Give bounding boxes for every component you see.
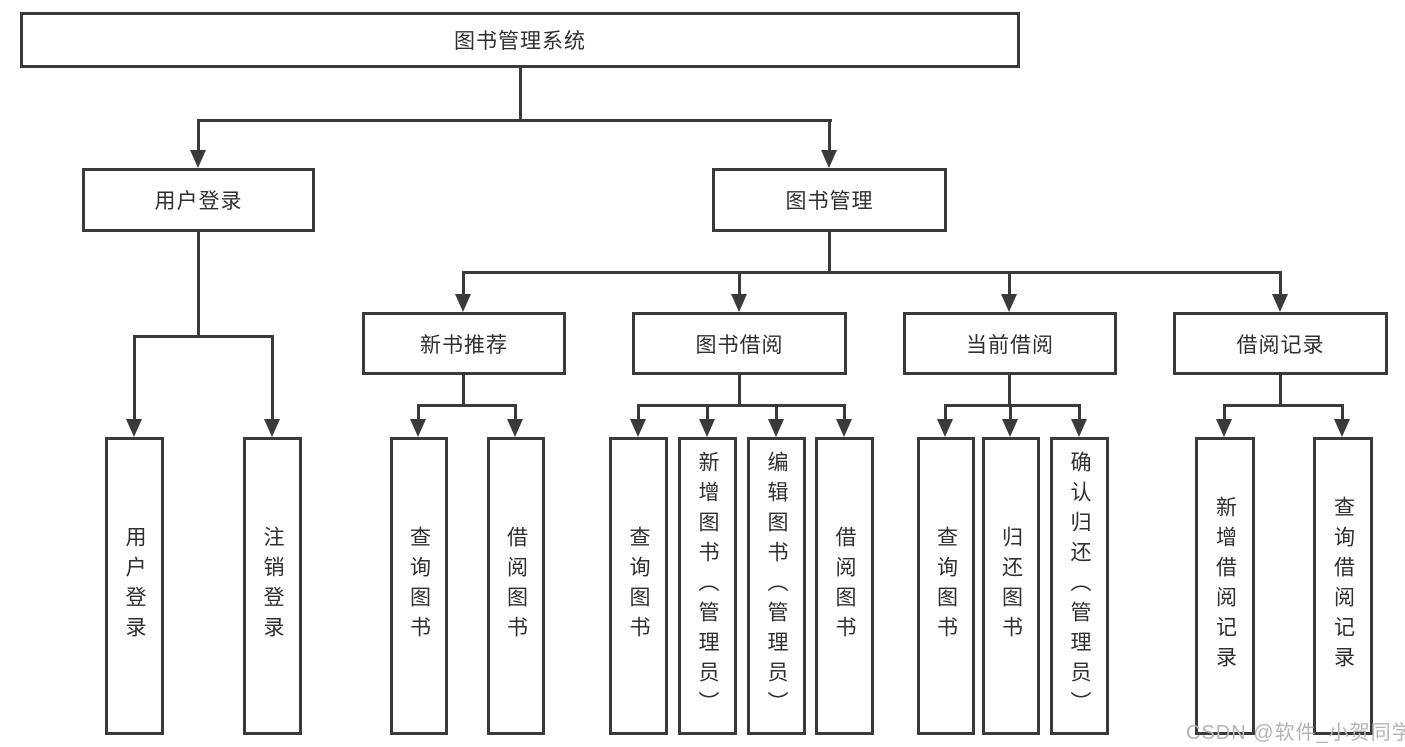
arrow-to-leaf-borrow-borrow [836,404,853,437]
leaf-user-login: 用户登录 [105,437,164,735]
arrow-to-borrow-record [1272,271,1289,312]
arrow-to-leaf-recommend-borrow [507,404,524,437]
leaf-current-confirm-return-admin: 确认归还（管理员） [1050,437,1109,735]
connector-recommend-rail [418,404,517,407]
leaf-borrow-edit-books-admin-label: 编辑图书（管理员） [765,451,789,721]
connector-mgmt-rail [463,271,1282,274]
node-borrow-record: 借阅记录 [1173,312,1388,375]
arrow-to-book-management [821,119,838,168]
node-book-management: 图书管理 [712,168,947,232]
leaf-recommend-query-books-label: 查询图书 [407,526,431,646]
leaf-borrow-add-books-admin-label: 新增图书（管理员） [696,451,720,721]
connector-current-rail [945,404,1081,407]
arrow-to-leaf-logout [264,335,281,437]
leaf-logout: 注销登录 [243,437,302,735]
arrow-to-leaf-borrow-query [630,404,647,437]
connector-current-stem [1008,373,1011,406]
leaf-borrow-borrow-books-label: 借阅图书 [833,526,857,646]
csdn-watermark: CSDN @软件_小贺同学 [1186,722,1405,744]
arrow-to-leaf-borrow-edit [768,404,785,437]
leaf-recommend-query-books: 查询图书 [390,437,448,735]
node-book-borrow: 图书借阅 [632,312,847,375]
leaf-borrow-query-books: 查询图书 [609,437,668,735]
connector-login-rail [134,335,274,338]
arrow-to-leaf-current-query [937,404,954,437]
leaf-record-query-record-label: 查询借阅记录 [1331,496,1355,676]
arrow-to-leaf-record-query [1334,404,1351,437]
leaf-user-login-label: 用户登录 [123,526,147,646]
leaf-record-query-record: 查询借阅记录 [1313,437,1373,735]
node-current-borrow: 当前借阅 [903,312,1117,375]
arrow-to-leaf-user-login [126,335,143,437]
leaf-logout-label: 注销登录 [261,526,285,646]
arrow-to-user-login [190,119,207,168]
leaf-borrow-borrow-books: 借阅图书 [815,437,874,735]
leaf-borrow-add-books-admin: 新增图书（管理员） [678,437,737,735]
leaf-current-query-books: 查询图书 [917,437,975,735]
leaf-current-confirm-return-admin-label: 确认归还（管理员） [1068,451,1092,721]
connector-mgmt-stem [828,230,831,273]
node-user-login: 用户登录 [82,168,315,232]
arrow-to-current-borrow [1001,271,1018,312]
node-new-book-recommend: 新书推荐 [362,312,566,375]
node-root: 图书管理系统 [20,12,1020,68]
connector-borrow-stem [738,373,741,406]
leaf-borrow-query-books-label: 查询图书 [627,526,651,646]
arrow-to-leaf-record-add [1216,404,1233,437]
arrow-to-leaf-current-confirm [1071,404,1088,437]
leaf-recommend-borrow-books-label: 借阅图书 [504,526,528,646]
connector-record-stem [1279,373,1282,406]
leaf-recommend-borrow-books: 借阅图书 [487,437,545,735]
arrow-to-new-book-recommend [455,271,472,312]
arrow-to-leaf-current-return [1002,404,1019,437]
arrow-to-leaf-borrow-add [699,404,716,437]
connector-recommend-stem [462,373,465,406]
connector-root-rail [198,119,832,122]
leaf-current-return-books: 归还图书 [982,437,1040,735]
leaf-record-add-record-label: 新增借阅记录 [1213,496,1237,676]
connector-record-rail [1224,404,1344,407]
connector-root-stem [519,66,522,121]
leaf-current-query-books-label: 查询图书 [934,526,958,646]
leaf-borrow-edit-books-admin: 编辑图书（管理员） [747,437,806,735]
arrow-to-leaf-recommend-query [410,404,427,437]
arrow-to-book-borrow [731,271,748,312]
connector-login-stem [197,230,200,337]
connector-borrow-rail [637,404,846,407]
leaf-current-return-books-label: 归还图书 [999,526,1023,646]
leaf-record-add-record: 新增借阅记录 [1195,437,1255,735]
